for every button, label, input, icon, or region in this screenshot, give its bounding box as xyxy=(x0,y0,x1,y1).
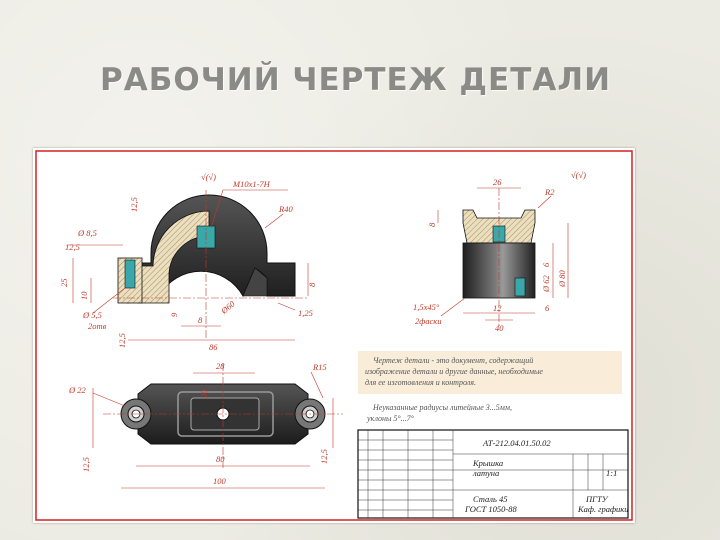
material-2: ГОСТ 1050-88 xyxy=(464,504,517,514)
technical-drawing: М10х1-7Н R40 Ø 8,5 12,5 25 10 Ø 5,5 2отв… xyxy=(35,150,633,521)
note-line-2: изображение детали и другие данные, необ… xyxy=(365,367,543,376)
dim-9: 9 xyxy=(169,312,179,317)
org-2: Каф. графики xyxy=(577,504,629,514)
dim-12-5-b: 12,5 xyxy=(117,333,127,348)
d62-label: Ø 62 xyxy=(541,274,551,293)
note-line-3: для ее изготовления и контроля. xyxy=(365,378,476,387)
holes-label: 2отв xyxy=(88,321,107,331)
dim-6: 6 xyxy=(541,262,551,267)
bolt-hole xyxy=(124,259,136,289)
rough-side: √(√) xyxy=(571,170,586,180)
rough-front: √(√) xyxy=(201,172,216,182)
front-view: М10х1-7Н R40 Ø 8,5 12,5 25 10 Ø 5,5 2отв… xyxy=(59,172,317,352)
dim-8c: 8 xyxy=(427,222,437,227)
d80-label: Ø 80 xyxy=(557,269,567,288)
note-line-1: Чертеж детали - это документ, содержащий xyxy=(373,356,533,365)
dim-26: 26 xyxy=(493,177,502,187)
r40-label: R40 xyxy=(278,204,293,214)
r2-label: R2 xyxy=(544,187,555,197)
slide-title: РАБОЧИЙ ЧЕРТЕЖ ДЕТАЛИ xyxy=(100,62,612,98)
dim-25: 25 xyxy=(59,279,69,288)
d22-label: Ø 22 xyxy=(68,385,87,395)
dim-40: 40 xyxy=(495,323,504,333)
radii-note-line-2: уклоны 5°...7° xyxy=(366,414,415,423)
dim-8b: 8 xyxy=(307,282,317,287)
dim-12: 12 xyxy=(493,303,502,313)
dim-12-5-d: 12,5 xyxy=(81,457,91,472)
sheet-frame xyxy=(35,150,633,521)
dim-12-5-c: 12,5 xyxy=(129,197,139,212)
drawing-sheet: М10х1-7Н R40 Ø 8,5 12,5 25 10 Ø 5,5 2отв… xyxy=(33,148,635,523)
chamfer-label: 1,5х45° xyxy=(413,302,440,312)
material-1: Сталь 45 xyxy=(473,494,507,504)
dim-12-5-f: 12,5 xyxy=(319,449,329,464)
title-block: АТ-212.04.01.50.02 Крышка латуна 1:1 Ста… xyxy=(357,429,629,519)
part-name-2: латуна xyxy=(472,468,499,478)
dim-80: 80 xyxy=(216,454,225,464)
dim-1-25: 1,25 xyxy=(298,308,313,318)
arch-body xyxy=(127,194,296,304)
dim-8: 8 xyxy=(198,315,203,325)
scale-value: 1:1 xyxy=(606,468,617,478)
d85-label: Ø 8,5 xyxy=(77,228,97,238)
chamfer-count: 2фаски xyxy=(415,316,442,326)
definition-note: Чертеж детали - это документ, содержащий… xyxy=(358,351,622,394)
dim-20: 20 xyxy=(199,389,209,398)
r15-label: R15 xyxy=(312,362,327,372)
radii-note-line-1: Неуказанные радиусы литейные 3...5мм, xyxy=(372,403,512,412)
dim-100: 100 xyxy=(213,476,227,486)
dim-12-5-a: 12,5 xyxy=(65,242,80,252)
drawing-code: АТ-212.04.01.50.02 xyxy=(482,438,551,448)
top-view: 28 Ø 22 R15 80 100 12,5 12,5 20 xyxy=(68,361,343,489)
side-view: 26 R2 √(√) 8 6 Ø 62 Ø 80 1,5х45° 2фаски … xyxy=(413,170,586,333)
part-name-1: Крышка xyxy=(472,458,503,468)
dim-86: 86 xyxy=(209,342,218,352)
d55-label: Ø 5,5 xyxy=(82,310,102,320)
section-hatch xyxy=(137,210,210,304)
dim-6b: 6 xyxy=(545,303,550,313)
dim-28: 28 xyxy=(216,361,225,371)
org-1: ПГТУ xyxy=(585,494,609,504)
thread-label: М10х1-7Н xyxy=(232,179,271,189)
d60-label: Ø60 xyxy=(218,298,237,316)
dim-10: 10 xyxy=(79,291,89,300)
